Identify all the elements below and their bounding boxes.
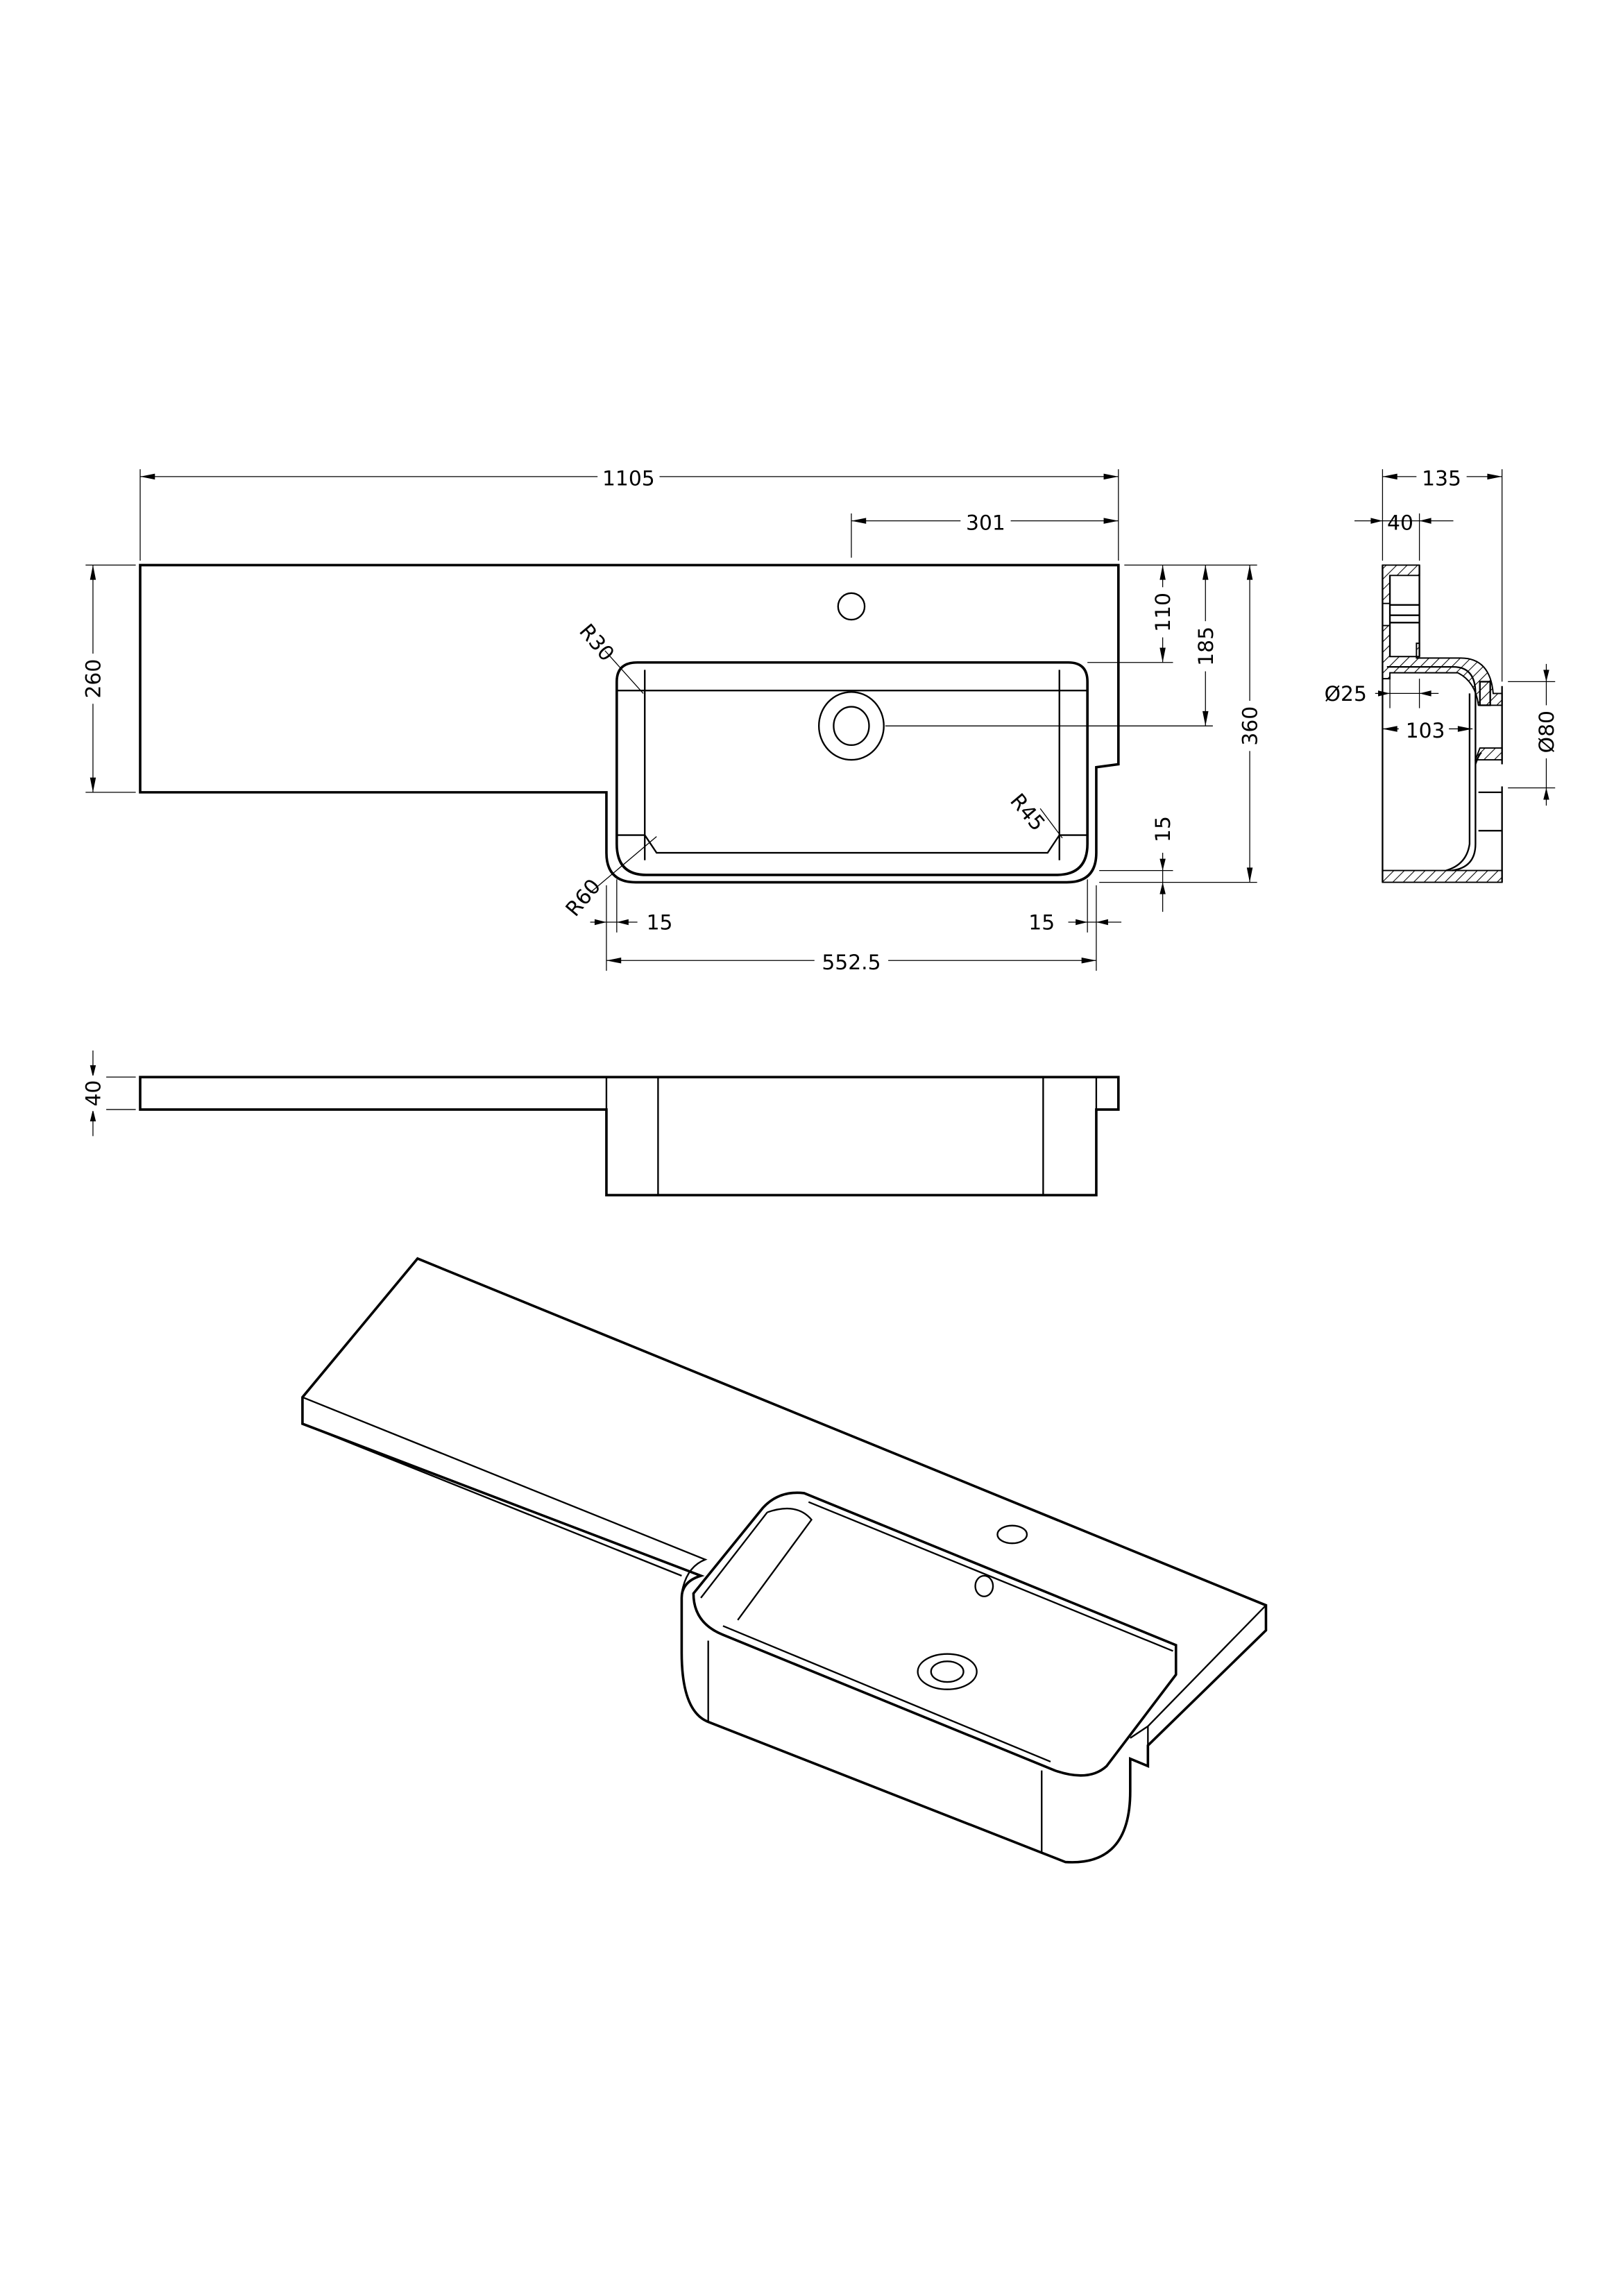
dim-section-depth: 135: [1422, 467, 1461, 491]
front-view: 40: [79, 1050, 1120, 1197]
basin-rim: [615, 661, 1089, 876]
dim-depth-left: 260: [82, 659, 106, 699]
dim-bowl-depth: 103: [1406, 719, 1445, 743]
waste-outer: [817, 691, 885, 761]
dim-waste-diameter: Ø25: [1325, 682, 1367, 706]
dim-section-top-thickness: 40: [1387, 511, 1413, 535]
dim-tap-to-bowl: 110: [1151, 593, 1175, 632]
iso-tap-hole: [996, 1524, 1028, 1545]
dim-overflow-diameter: Ø80: [1535, 711, 1559, 753]
plan-view: 1105 301 260 110 185 360 15: [79, 463, 1264, 975]
section-view: 135 40 Ø25 103 Ø80: [1325, 463, 1560, 883]
dim-overall-length: 1105: [602, 467, 655, 491]
radius-bottom-right: R45: [1005, 789, 1049, 835]
dim-bowl-width: 552.5: [822, 951, 881, 975]
iso-waste-outer: [917, 1653, 978, 1690]
radius-bottom-left: R60: [561, 874, 606, 921]
iso-overflow: [974, 1574, 994, 1597]
dim-slab-thickness: 40: [82, 1080, 106, 1107]
countertop-outline: [139, 563, 1120, 884]
waste-inner: [833, 706, 870, 747]
dim-waste-offset: 185: [1194, 627, 1218, 666]
basin-bowl: [616, 670, 1088, 860]
dim-tap-offset: 301: [966, 511, 1005, 535]
tap-hole: [837, 592, 866, 621]
isometric-view: [301, 1257, 1268, 1864]
iso-waste-inner: [930, 1660, 965, 1683]
dim-rim-drop: 15: [1151, 816, 1175, 842]
dim-overall-depth: 360: [1239, 706, 1263, 746]
dim-bowl-margin-left: 15: [647, 911, 673, 935]
dim-bowl-margin-right: 15: [1028, 911, 1055, 935]
